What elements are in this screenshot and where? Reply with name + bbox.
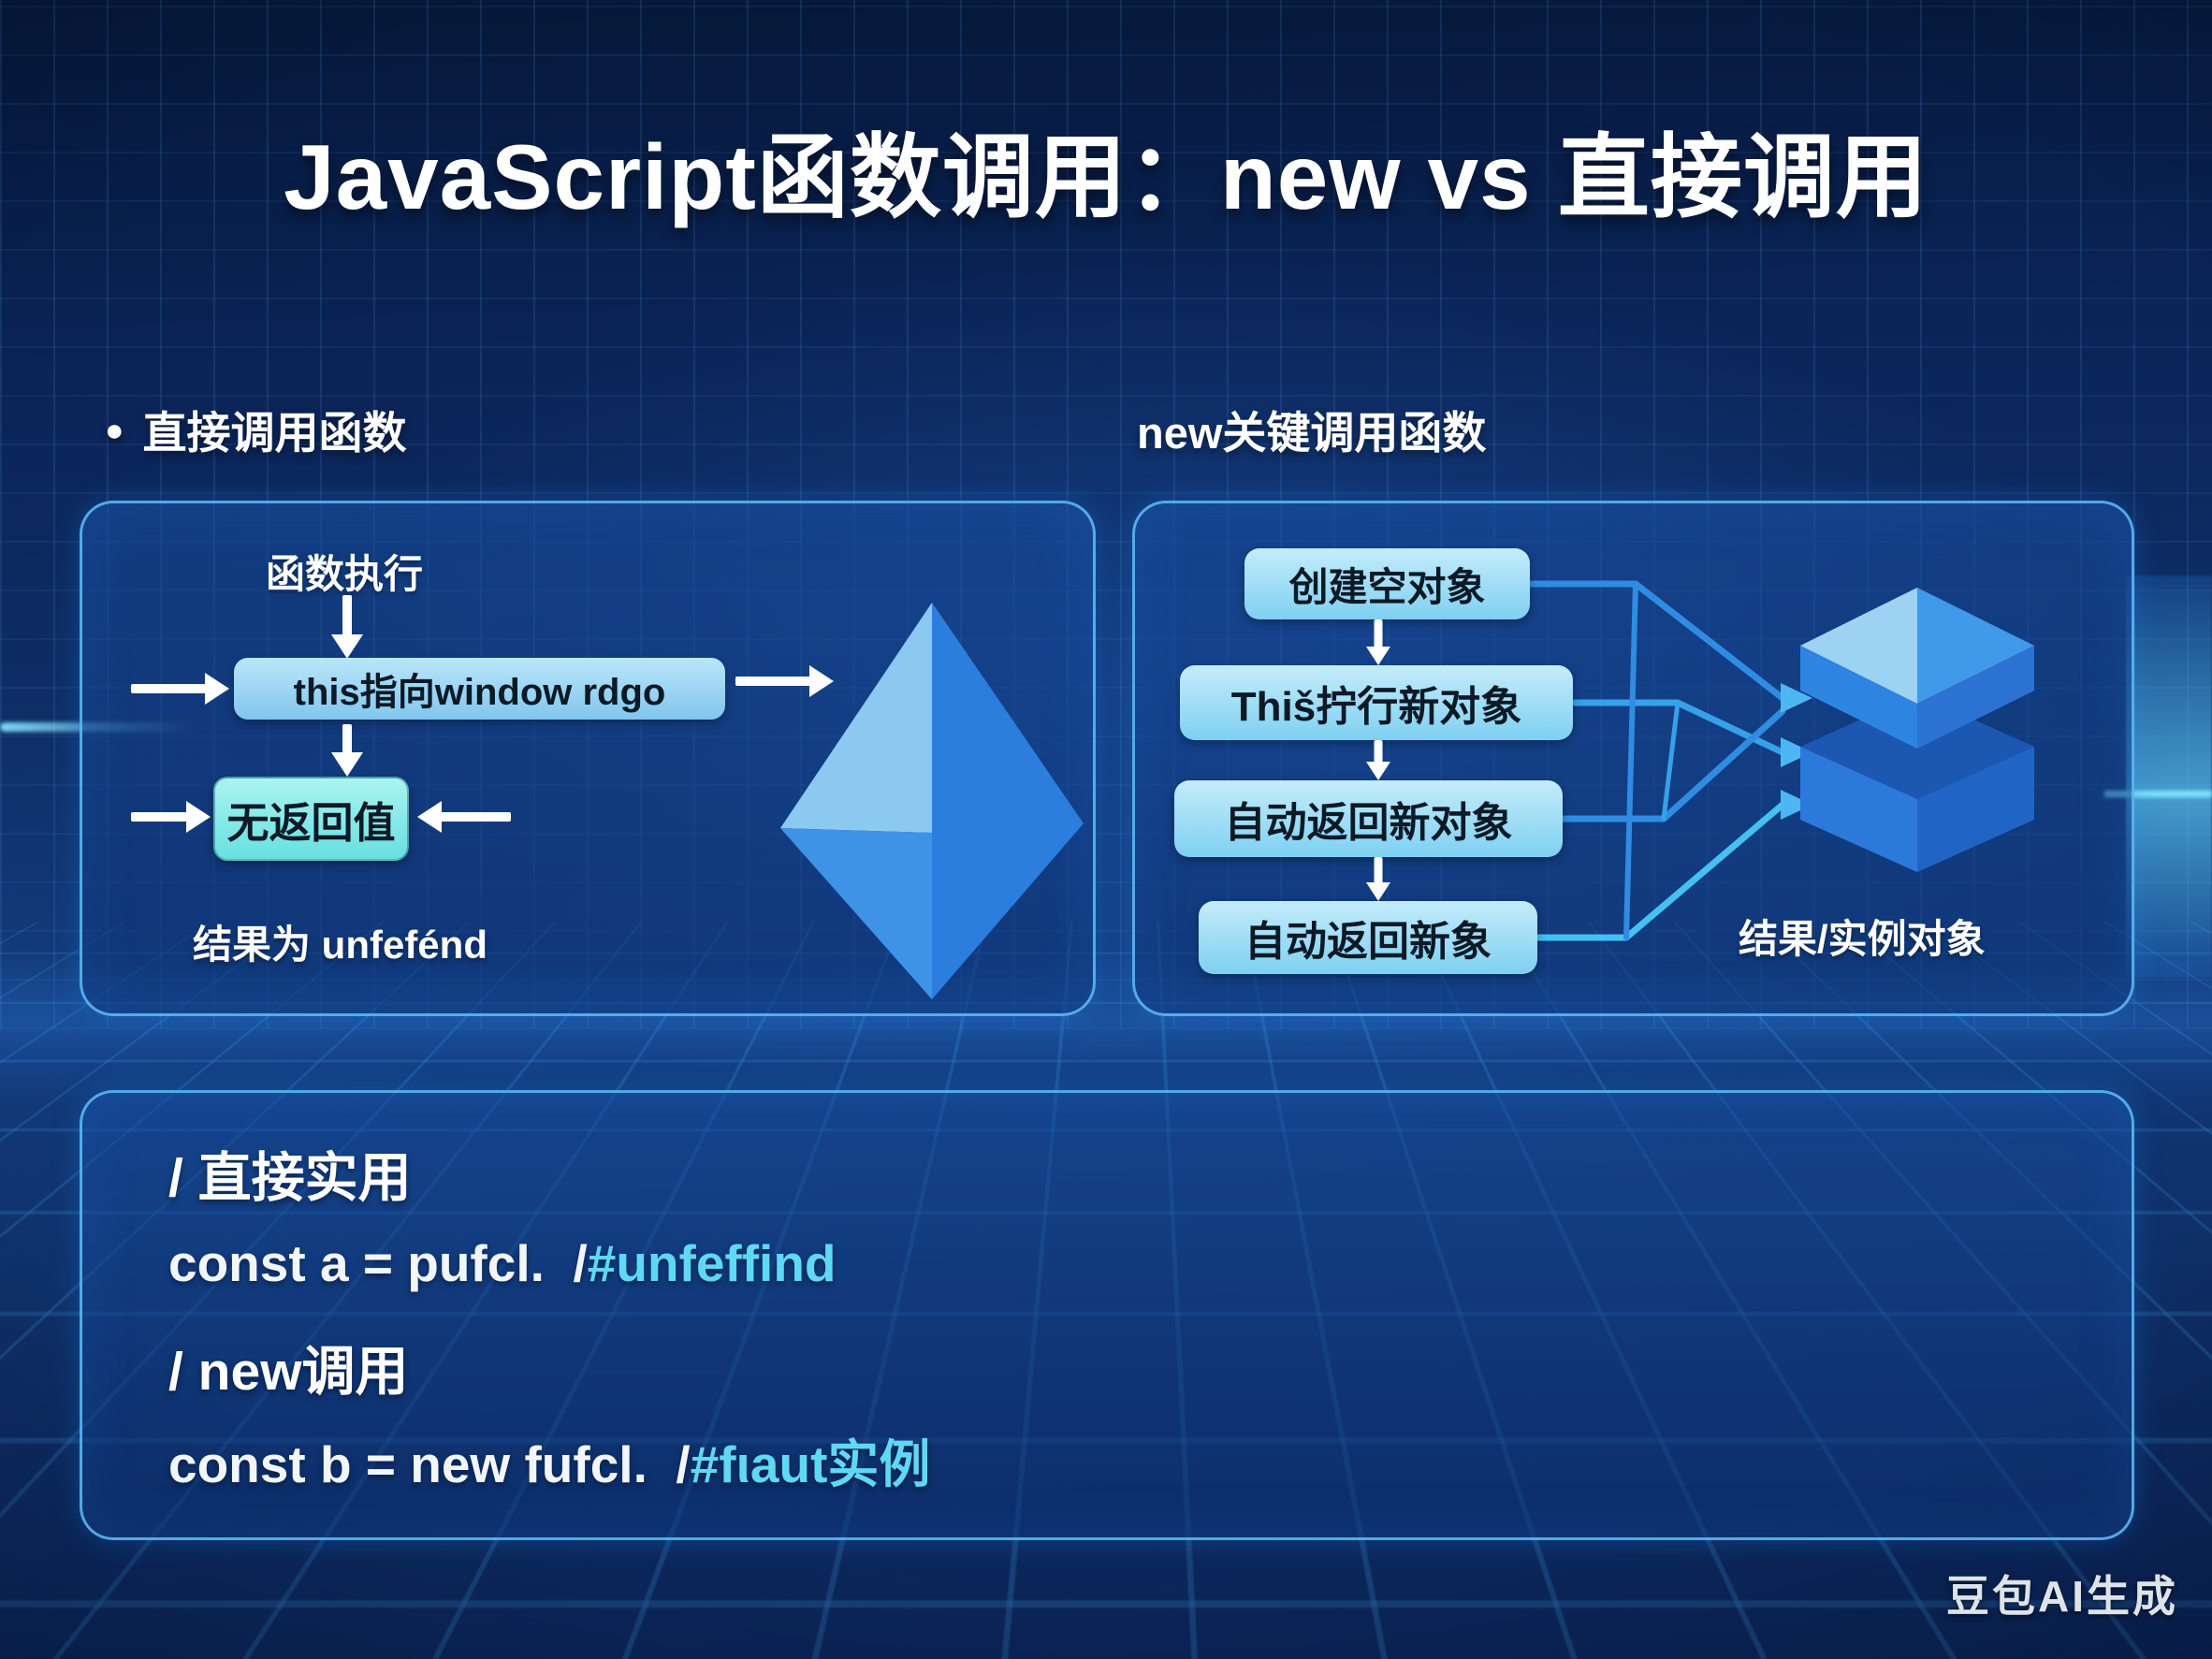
no-return-box: 无返回值 [213, 777, 409, 861]
step-return-object2-box: 自动返回新象 [1199, 901, 1537, 974]
arrow-down-icon [330, 595, 364, 659]
code-text: const b = new fufcl. / [168, 1435, 691, 1493]
glow-strip-right [2126, 575, 2212, 978]
left-section-header-label: 直接调用函数 [142, 408, 407, 458]
code-highlight-instance: #fιaut实例 [690, 1435, 931, 1493]
new-call-panel: 创建空对象 Thiš拧行新对象 自动返回新对象 自动返回新象 结果/实例对象 [1132, 501, 2134, 1016]
right-section-header: new关键调用函数 [1137, 408, 1487, 458]
glow-line-right [2104, 791, 2212, 797]
pyramid-icon [780, 603, 1084, 999]
step-return-object-box: 自动返回新对象 [1174, 780, 1563, 857]
code-highlight-undefined: #unfeffind [587, 1234, 837, 1292]
step-create-object-box: 创建空对象 [1244, 548, 1530, 619]
stacked-cube-icon [1800, 588, 2034, 872]
direct-call-result-label: 结果为 unfefénd [193, 923, 488, 967]
code-panel: / 直接实用 const a = pufcl. /#unfeffind / ne… [80, 1090, 2134, 1540]
watermark-label: 豆包AI生成 [1946, 1572, 2178, 1621]
arrow-down-icon [1364, 619, 1392, 665]
code-comment-new: / new调用 [168, 1342, 409, 1402]
bullet-icon: ● [105, 413, 124, 448]
page-title: JavaScript函数调用：new vs 直接调用 [284, 125, 1928, 228]
arrow-right-icon [131, 800, 211, 834]
arrow-down-icon [1364, 740, 1392, 780]
left-section-header: ● 直接调用函数 [105, 397, 407, 461]
this-window-box: this指向window rdgo [234, 658, 725, 720]
arrow-down-icon [330, 724, 364, 777]
function-execute-label: 函数执行 [265, 552, 423, 596]
code-line-direct: const a = pufcl. /#unfeffind [168, 1233, 837, 1293]
arrow-right-icon [131, 672, 229, 706]
code-text: const a = pufcl. / [168, 1234, 588, 1292]
arrow-left-icon [417, 800, 511, 834]
new-call-result-label: 结果/实例对象 [1739, 917, 1986, 961]
code-line-new: const b = new fufcl. /#fιaut实例 [168, 1422, 930, 1497]
code-comment-direct: / 直接实用 [168, 1148, 412, 1208]
direct-call-panel: 函数执行 this指向window rdgo 无返回值 结果为 unfefénd [80, 501, 1096, 1016]
arrow-down-icon [1364, 857, 1392, 901]
step-this-bind-box: Thiš拧行新对象 [1180, 665, 1573, 740]
